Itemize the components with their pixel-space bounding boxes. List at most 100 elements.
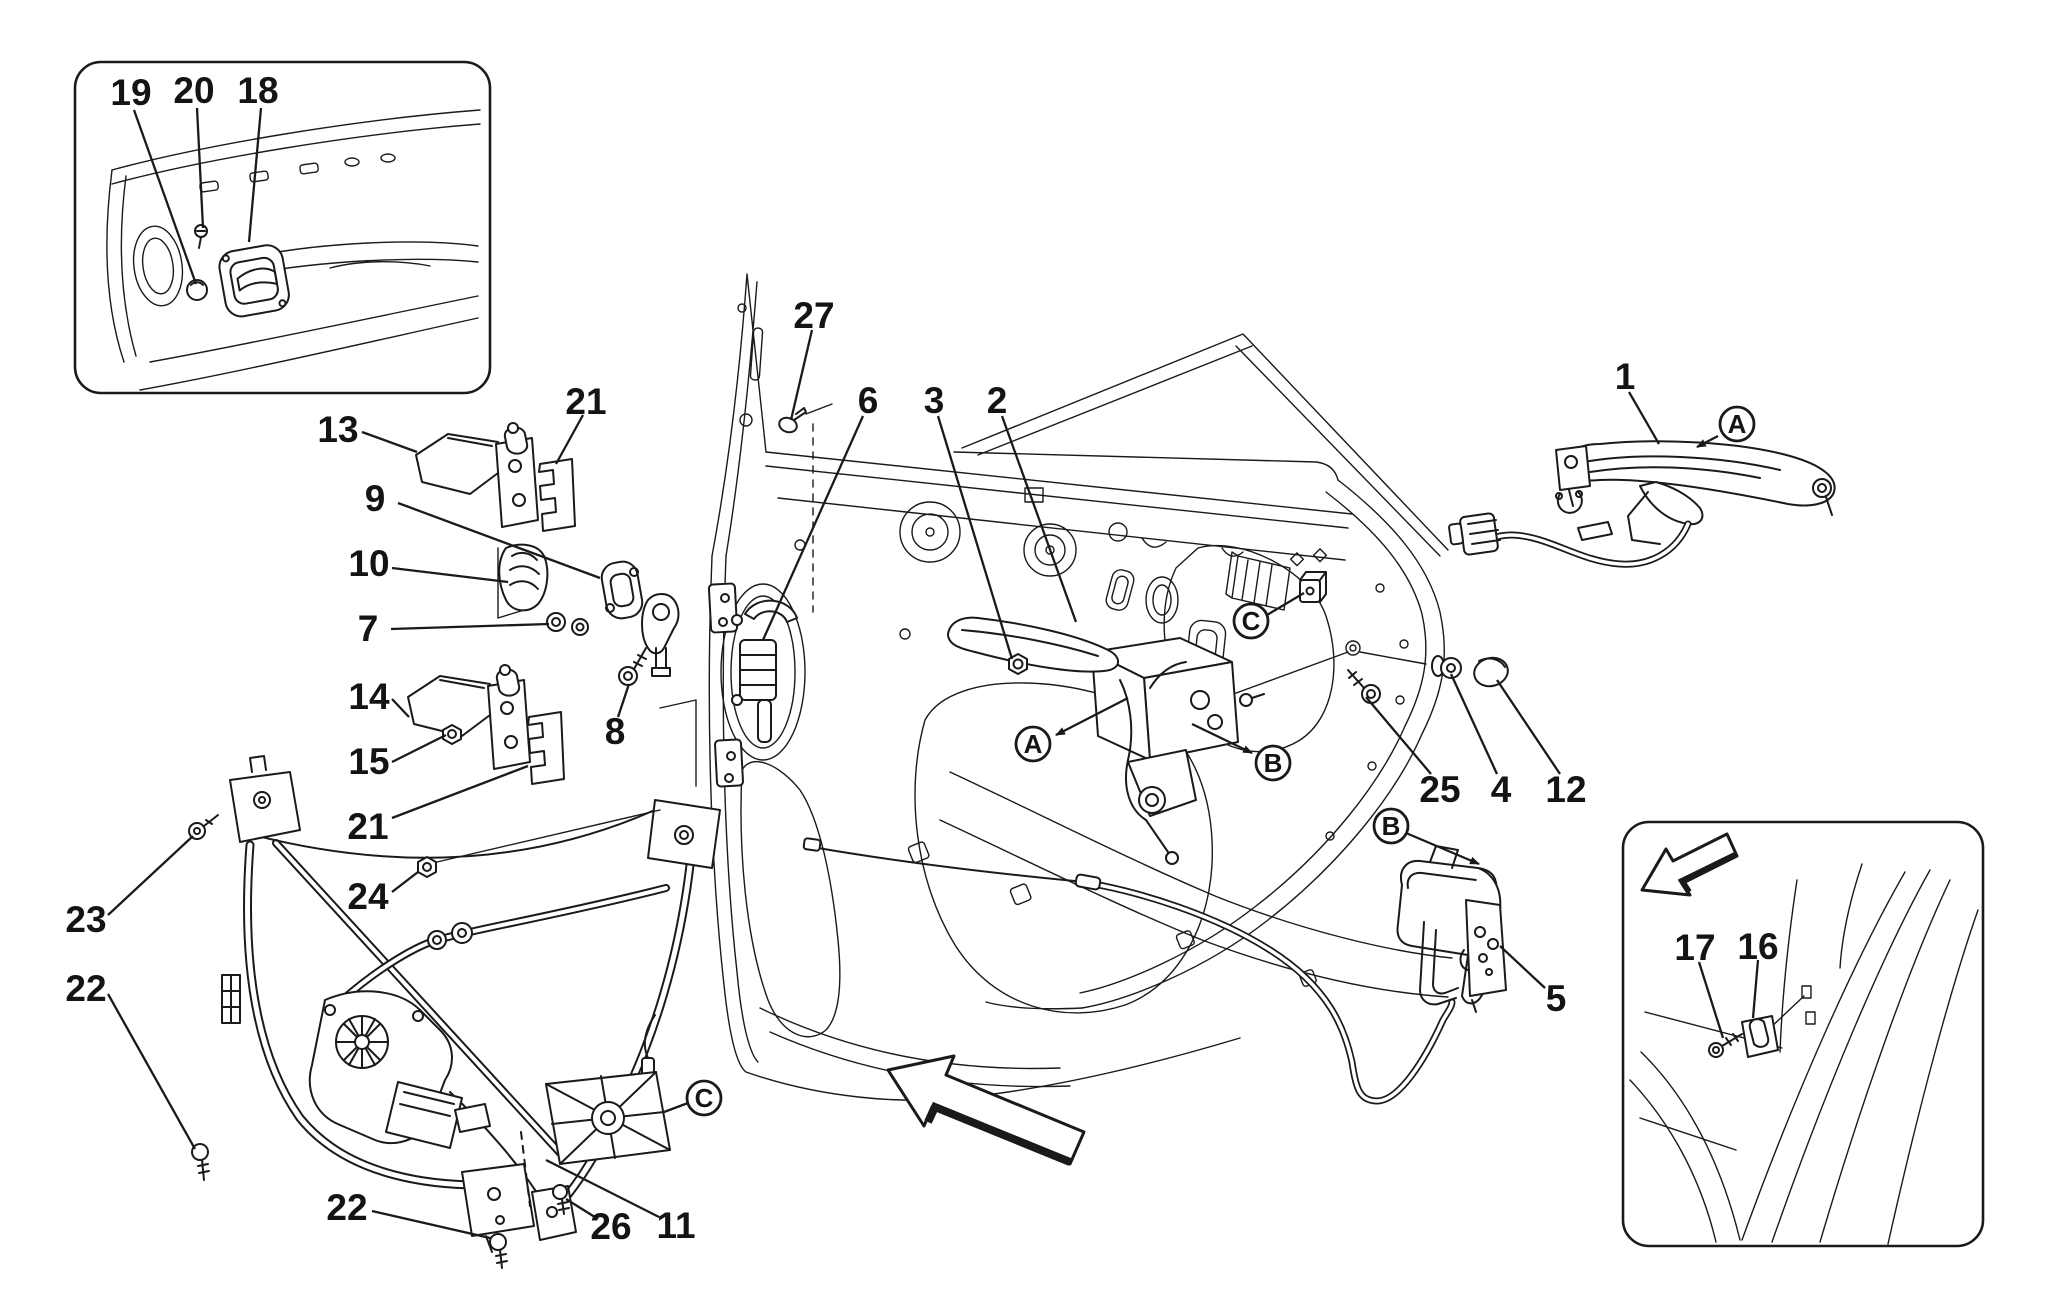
cap-12: [1473, 656, 1509, 688]
inset-door-trim-panel: [73, 60, 492, 395]
leader-line-22-front: [106, 993, 197, 1150]
upper-hinge: [415, 422, 539, 528]
part-callout-5: 5: [1546, 978, 1567, 1019]
leader-line-7: [390, 622, 550, 631]
view-letter-C-regulator: C: [695, 1083, 714, 1113]
gasket-9: [600, 560, 644, 620]
leader-line-5: [1499, 945, 1546, 989]
leader-line-10: [391, 566, 509, 584]
view-circle-B-latch: [1372, 807, 1410, 845]
view-letter-C-doorframe: C: [1242, 606, 1261, 636]
part-callout-6: 6: [858, 380, 879, 421]
upper-hinge-shim: [538, 458, 576, 532]
leader-line-23: [107, 835, 194, 916]
leader-line-18: [247, 107, 263, 243]
view-connector-B-latch: [1405, 831, 1480, 866]
view-connector-C-doorframe: [1266, 592, 1305, 616]
part-callout-24: 24: [347, 876, 389, 917]
cable-connector: [1448, 512, 1501, 556]
leader-line-12: [1496, 679, 1561, 775]
inner-handle-mechanism: [1091, 637, 1265, 865]
screw-8: [618, 647, 647, 686]
hinge-nut-15: [442, 724, 462, 745]
part-callout-12: 12: [1545, 769, 1586, 810]
direction-arrow-icon: [886, 1054, 1086, 1166]
window-regulator: [188, 755, 721, 1269]
part-callout-18: 18: [237, 70, 278, 111]
part-callout-3: 3: [924, 380, 945, 421]
buffer-pad-10: [498, 543, 549, 612]
part-callout-1: 1: [1615, 356, 1636, 397]
inset-striker-view: [1621, 820, 1985, 1248]
view-letter-B-mechanism: B: [1264, 748, 1283, 778]
inner-handle-bezel: [218, 244, 290, 318]
part-callout-27: 27: [793, 295, 834, 336]
view-letter-B-latch: B: [1382, 811, 1401, 841]
door-latch-assembly: [1396, 845, 1507, 1013]
leader-line-2: [1000, 415, 1078, 623]
clip-nut-view-c: [1299, 571, 1327, 603]
leader-line-19: [132, 109, 198, 285]
leader-line-25: [1365, 696, 1432, 775]
circlip: [1556, 491, 1583, 514]
lower-hinge-shim: [527, 711, 565, 785]
grommet-4: [1431, 655, 1462, 679]
part-callout-26: 26: [590, 1206, 631, 1247]
part-callout-2: 2: [987, 380, 1008, 421]
part-callout-15: 15: [348, 741, 389, 782]
regulator-plate-view-c: [545, 1071, 671, 1165]
part-callout-21-upper: 21: [565, 381, 606, 422]
part-callout-10: 10: [348, 543, 389, 584]
leader-line-14: [391, 698, 410, 718]
part-callout-16: 16: [1737, 926, 1778, 967]
part-callout-17: 17: [1674, 927, 1715, 968]
direction-arrow-icon: [1640, 832, 1739, 897]
view-letter-A-handle: A: [1728, 409, 1747, 439]
leader-line-4: [1449, 673, 1499, 775]
inner-handle-lever-2: [947, 616, 1119, 673]
trim-cap: [186, 279, 208, 301]
part-callout-8: 8: [605, 711, 626, 752]
leader-line-16: [1751, 959, 1760, 1019]
leader-line-15: [391, 733, 447, 764]
leader-line-22-rear: [371, 1209, 491, 1240]
exterior-door-handle: [1448, 440, 1836, 568]
view-connector-C-regulator: [663, 1101, 689, 1114]
part-callout-23: 23: [65, 899, 106, 940]
door-check-strap: [731, 599, 798, 743]
leader-line-9: [397, 501, 601, 580]
part-callout-22-front: 22: [65, 968, 106, 1009]
striker-16: [1741, 1015, 1779, 1058]
striker-bolt-17: [1708, 1033, 1743, 1058]
leader-line-6: [761, 415, 865, 641]
leader-line-21-upper: [554, 414, 585, 465]
leader-line-24: [391, 871, 419, 893]
leader-line-27: [789, 329, 814, 421]
leader-line-26: [565, 1198, 599, 1220]
part-callout-9: 9: [365, 478, 386, 519]
regulator-motor: [308, 990, 491, 1149]
leader-line-20: [195, 107, 205, 229]
part-callout-21-lower: 21: [347, 806, 388, 847]
bowden-cable: [802, 837, 1456, 1105]
view-connector-A-handle: [1696, 434, 1719, 449]
leader-line-11: [545, 1158, 660, 1219]
part-callout-14: 14: [348, 676, 390, 717]
trim-screw: [194, 224, 208, 249]
lower-hinge: [407, 664, 531, 770]
view-circle-A-handle: [1718, 405, 1756, 443]
screw-27: [778, 407, 807, 434]
screw-25: [1347, 669, 1381, 704]
part-callout-11: 11: [656, 1205, 695, 1246]
view-circle-B-mechanism: [1254, 744, 1292, 782]
view-circle-C-doorframe: [1232, 602, 1270, 640]
leader-line-8: [616, 683, 631, 718]
leader-line-3: [936, 415, 1014, 660]
view-connector-A-mechanism: [1055, 696, 1129, 737]
part-callout-22-rear: 22: [326, 1187, 367, 1228]
view-circle-C-regulator: [685, 1079, 723, 1117]
door-pivot-bracket: [641, 593, 680, 677]
